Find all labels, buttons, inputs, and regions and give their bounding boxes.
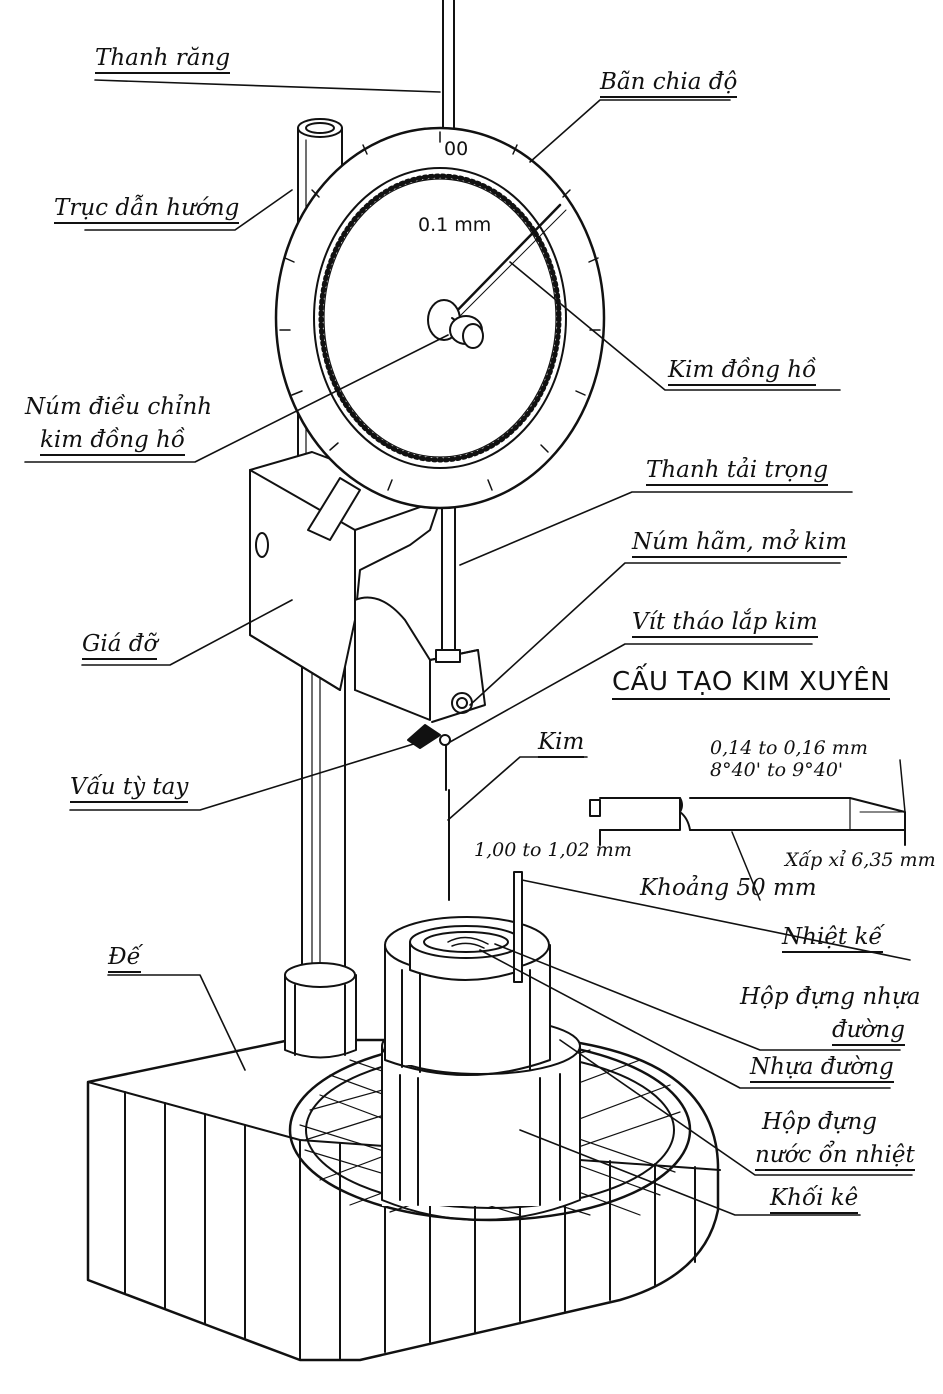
- label-thermometer: Nhiệt kế: [782, 924, 883, 954]
- label-load-rod: Thanh tải trọng: [646, 457, 829, 487]
- label-sample-box-line2: đường: [832, 1017, 905, 1047]
- spec-tip-diameter: 0,14 to 0,16 mm: [710, 737, 868, 759]
- label-guide-rod: Trục dẫn hướng: [54, 195, 240, 225]
- label-needle: Kim: [538, 729, 585, 759]
- spec-tip-angle: 8°40' to 9°40': [710, 759, 844, 781]
- label-rack: Thanh răng: [95, 45, 231, 75]
- label-bitumen: Nhựa đường: [750, 1054, 894, 1084]
- column: [284, 599, 357, 1059]
- label-needle-structure-title: CẤU TẠO KIM XUYÊN: [612, 668, 891, 700]
- label-sample-box-line1: Hộp đựng nhựa: [740, 984, 921, 1010]
- label-base: Đế: [108, 944, 141, 974]
- label-needle-screw: Vít tháo lắp kim: [632, 609, 818, 639]
- label-adjust-knob-line2: kim đồng hồ: [40, 427, 185, 457]
- label-adjust-knob-line1: Núm điều chỉnh: [25, 394, 213, 420]
- needle-detail: [589, 759, 906, 901]
- label-thumb-lug: Vấu tỳ tay: [70, 774, 189, 804]
- spec-shank-diameter: 1,00 to 1,02 mm: [474, 839, 632, 861]
- spec-needle-length: Khoảng 50 mm: [640, 875, 817, 901]
- leader-lines: [24, 79, 913, 1216]
- load-rod: [435, 479, 461, 901]
- dial: [274, 126, 606, 510]
- label-dial-scale: Bãn chia độ: [600, 69, 738, 99]
- dial-zero-mark: 00: [444, 138, 469, 160]
- sample-cup: [409, 925, 523, 981]
- dial-unit: 0.1 mm: [418, 214, 492, 236]
- label-lock-knob: Núm hãm, mở kim: [632, 529, 848, 559]
- holder-block: [249, 451, 486, 749]
- thermometer: [513, 871, 523, 983]
- spec-approx-length: Xấp xỉ 6,35 mm: [785, 849, 936, 871]
- label-holder: Giá đỡ: [82, 631, 158, 661]
- label-dial-hand: Kim đồng hồ: [668, 357, 817, 387]
- label-water-bath-line2: nước ổn nhiệt: [755, 1142, 915, 1172]
- label-support-block: Khối kê: [770, 1185, 859, 1215]
- label-water-bath-line1: Hộp đựng: [762, 1109, 878, 1135]
- rack: [442, 0, 455, 136]
